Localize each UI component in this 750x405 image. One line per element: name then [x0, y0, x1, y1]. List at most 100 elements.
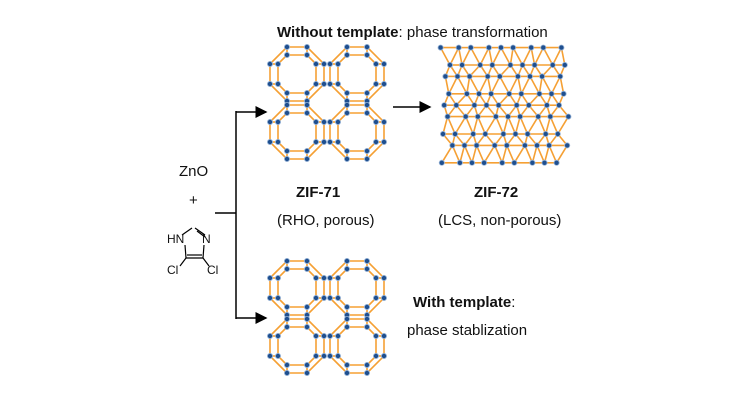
bond [329, 104, 348, 123]
zn-node [467, 44, 474, 51]
zn-node [334, 61, 341, 68]
zn-node [455, 44, 462, 51]
zn-node [320, 274, 327, 281]
zn-node [312, 61, 319, 68]
bond [533, 47, 545, 66]
bond [490, 76, 501, 95]
zn-node [274, 81, 281, 88]
zn-node [320, 138, 327, 145]
zn-node [326, 61, 333, 68]
zn-node [471, 102, 478, 109]
bond [475, 145, 485, 164]
zn-node [468, 159, 475, 166]
zn-node [303, 110, 310, 117]
zn-node [539, 73, 546, 80]
cl-label-1: Cl [167, 263, 179, 277]
zn-node [283, 155, 290, 162]
zn-node [326, 352, 333, 359]
zn-node [266, 332, 273, 339]
zn-node [303, 361, 310, 368]
zn-node [303, 147, 310, 154]
bond [512, 47, 524, 66]
zn-node [363, 90, 370, 97]
bond [468, 76, 480, 95]
zn-node [326, 294, 333, 301]
zif71-lattice [266, 44, 387, 162]
zn-node [548, 90, 555, 97]
bond [306, 83, 325, 102]
with-template-bold: With template [413, 294, 512, 311]
bond [526, 116, 539, 135]
zn-node [449, 142, 456, 149]
zn-node [363, 52, 370, 59]
zn-node [320, 81, 327, 88]
bond [521, 47, 532, 66]
bond [549, 116, 559, 135]
zn-node [517, 113, 524, 120]
zn-node [491, 142, 498, 149]
bond [548, 145, 558, 164]
zn-node [475, 90, 482, 97]
zn-node [499, 159, 506, 166]
bond [329, 141, 348, 160]
bond [464, 116, 474, 135]
bond [366, 260, 385, 279]
zn-node [503, 142, 510, 149]
zn-node [536, 90, 543, 97]
zn-node [334, 119, 341, 126]
zn-node [463, 90, 470, 97]
zn-node [343, 52, 350, 59]
zn-node [343, 369, 350, 376]
zn-node [510, 44, 517, 51]
bond [479, 47, 490, 66]
zn-node [363, 361, 370, 368]
bond [366, 318, 385, 337]
zn-node [531, 62, 538, 69]
zn-node [283, 90, 290, 97]
zn-node [492, 113, 499, 120]
zn-node [441, 102, 448, 109]
zn-node [266, 352, 273, 359]
zn-node [512, 130, 519, 137]
zn-node [380, 81, 387, 88]
zn-node [438, 159, 445, 166]
zn-node [500, 130, 507, 137]
zn-node [326, 274, 333, 281]
zn-node [497, 44, 504, 51]
zn-node [303, 369, 310, 376]
bond [366, 83, 385, 102]
bond [269, 355, 288, 374]
bond [495, 116, 505, 135]
zn-node [266, 138, 273, 145]
bond [537, 116, 547, 135]
zn-node [470, 130, 477, 137]
zn-node [283, 265, 290, 272]
zn-node [521, 142, 528, 149]
bond [329, 46, 348, 65]
zn-node [312, 294, 319, 301]
bond [536, 145, 546, 164]
zn-node [312, 274, 319, 281]
zn-node [466, 73, 473, 80]
top-heading: Without template: phase transformation [277, 24, 548, 41]
bond [329, 297, 348, 316]
bond [269, 83, 288, 102]
zn-node [564, 142, 571, 149]
zn-node [343, 303, 350, 310]
zn-node [489, 62, 496, 69]
zn-node [274, 332, 281, 339]
zn-node [334, 138, 341, 145]
zn-node [556, 102, 563, 109]
zn-node [363, 369, 370, 376]
zn-node [442, 73, 449, 80]
zn-node [326, 119, 333, 126]
bond [306, 260, 325, 279]
zn-node [453, 102, 460, 109]
zif72-name: ZIF-72 [474, 184, 519, 201]
zn-node [363, 155, 370, 162]
zn-node [511, 159, 518, 166]
bond [491, 47, 502, 66]
bond [500, 47, 512, 66]
heading-bold: Without template [277, 24, 399, 41]
